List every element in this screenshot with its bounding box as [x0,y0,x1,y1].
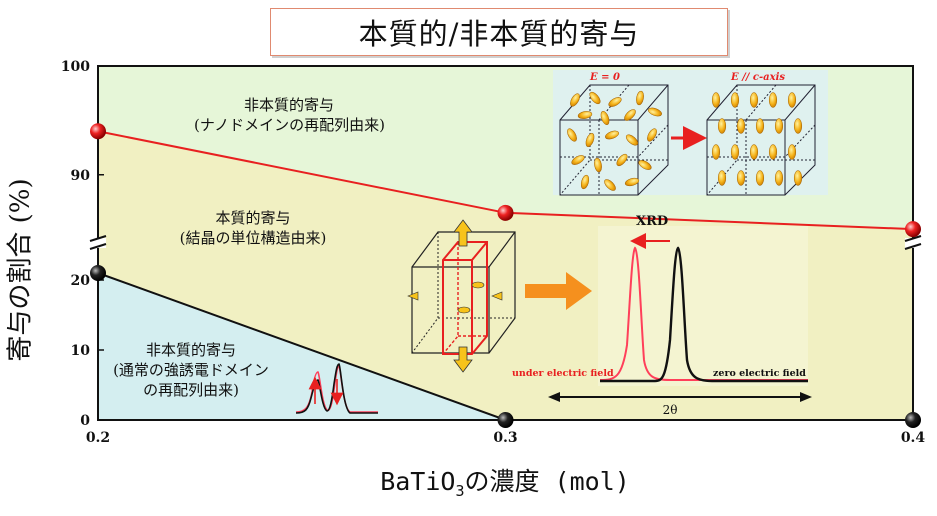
disc-aligned-4 [787,92,797,108]
series-1-point-0 [90,265,106,281]
figure-title: 本質的/非本質的寄与 [358,17,640,51]
disc-aligned-10 [711,144,721,160]
disc-aligned-11 [730,144,740,160]
disc-random-14 [594,157,602,173]
disc-random-9 [585,133,595,147]
disc-aligned-14 [787,144,797,160]
disc-aligned-12 [749,144,759,160]
disc-random-2 [608,97,622,107]
y-tick-label-lower-0: 0 [80,413,90,429]
upper-region-annotation: 非本質的寄与 (ナノドメインの再配列由来) [194,95,385,135]
disc-random-0 [570,93,580,107]
small-peaks-inset [295,363,378,414]
disc-random-16 [638,160,652,170]
series-0-point-1 [497,204,514,221]
disc-random-1 [589,91,601,105]
upper-annotation-line-1: 非本質的寄与 [243,96,334,114]
disc-random-19 [624,177,640,187]
xrd-inset: XRD under electric field zero electric f… [512,214,812,417]
disc-random-15 [616,153,628,167]
disc-aligned-6 [736,118,746,134]
disc-aligned-16 [736,170,746,186]
x-label-main: BaTiO [380,467,456,496]
disc-aligned-3 [768,92,778,108]
disc-aligned-17 [755,170,765,186]
lower-annotation-line-2: (通常の強誘電ドメイン [113,361,269,379]
x-axis-label: BaTiO3の濃度 (mol) [380,462,630,500]
x-tick-label-0: 0.2 [86,430,110,446]
inset-e-zero-label: E = 0 [589,72,620,83]
disc-aligned-7 [755,118,765,134]
disc-aligned-2 [749,92,759,108]
disc-random-12 [647,128,657,142]
disc-aligned-15 [717,170,727,186]
middle-region-fill [98,131,913,420]
disc-random-18 [604,179,616,191]
series-1-point-2 [905,412,921,428]
y-tick-label-upper-0: 90 [71,168,91,184]
disc-random-8 [567,128,577,142]
axis-break-left [89,235,107,250]
x-label-rest: の濃度 (mol) [464,467,630,496]
lower-region-fill [98,273,913,420]
disc-random-3 [636,90,644,106]
middle-region-annotation: 本質的寄与 (結晶の単位構造由来) [158,208,348,248]
y-tick-label-lower-2: 20 [71,273,91,289]
y-tick-label-lower-1: 10 [71,343,91,359]
y-axis-label: 寄与の割合 (%) [5,178,36,362]
disc-aligned-0 [711,92,721,108]
disc-aligned-1 [730,92,740,108]
disc-aligned-8 [774,118,784,134]
lower-annotation-line-1: 非本質的寄与 [145,341,236,359]
disc-aligned-13 [768,144,778,160]
disc-random-6 [624,109,636,121]
disc-aligned-5 [717,118,727,134]
zero-field-label: zero electric field [713,368,806,379]
x-label-sub: 3 [455,482,465,500]
upper-annotation-line-2: (ナノドメインの再配列由来) [194,116,385,134]
disc-random-7 [648,107,662,117]
disc-aligned-9 [793,118,803,134]
axis-break-right [904,235,922,250]
series-1-point-1 [497,412,514,428]
xrd-label: XRD [636,214,668,229]
y-tick-label-upper-1: 100 [61,59,90,75]
under-field-label: under electric field [512,368,614,379]
disc-random-5 [600,111,610,125]
disc-random-10 [605,130,619,140]
series-0-point-0 [90,123,106,140]
figure-title-box: 本質的/非本質的寄与 [270,8,728,56]
middle-annotation-line-2: (結晶の単位構造由来) [179,229,327,247]
lower-region-annotation: 非本質的寄与 (通常の強誘電ドメイン の再配列由来) [96,340,286,400]
x-tick-label-2: 0.4 [901,430,926,446]
disc-aligned-19 [793,170,803,186]
disc-random-17 [580,174,590,190]
disc-random-4 [577,111,593,119]
series-0-point-2 [905,221,921,238]
lower-annotation-line-3: の再配列由来) [143,381,239,399]
domain-cubes-inset: E = 0 E // c-axis [553,70,828,196]
unit-cell-inset [407,219,516,373]
disc-aligned-18 [774,170,784,186]
two-theta-label: 2θ [663,403,678,417]
middle-annotation-line-1: 本質的寄与 [215,209,291,227]
disc-random-11 [625,134,639,146]
x-tick-label-1: 0.3 [493,430,517,446]
series-group [90,123,921,428]
disc-random-13 [571,155,585,165]
orange-arrow [525,272,592,310]
inset-e-parallel-label: E // c-axis [730,72,785,83]
